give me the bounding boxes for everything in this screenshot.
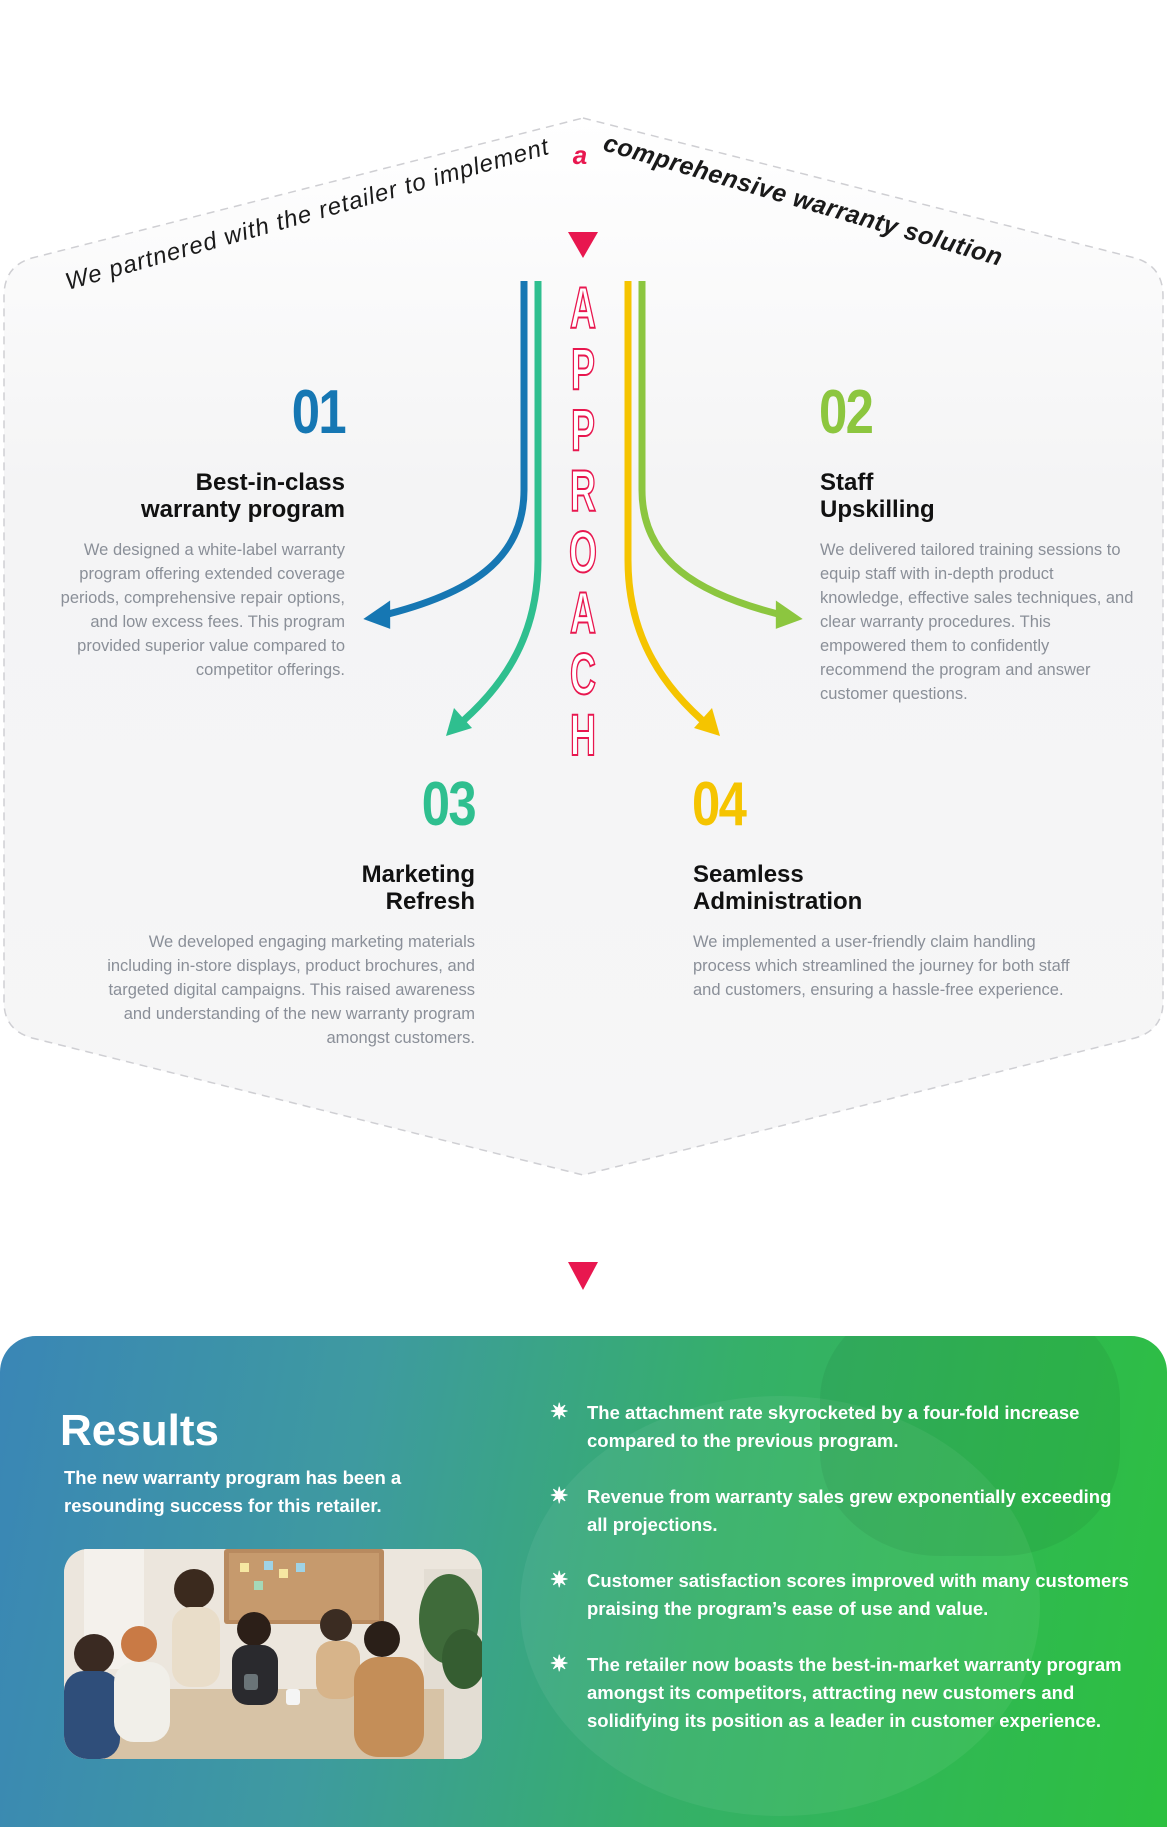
step-03-description: We developed engaging marketing material…: [107, 933, 475, 1047]
step-01-title: Best-in-class warranty program: [140, 469, 345, 523]
step-03-title: Marketing Refresh: [361, 861, 475, 915]
approach-letter: H: [570, 703, 596, 768]
results-bullet: ✷ Customer satisfaction scores improved …: [550, 1567, 1130, 1623]
curved-text-accent: a: [573, 140, 587, 170]
step-02-number: 02: [819, 378, 874, 447]
approach-letter: P: [571, 398, 595, 463]
approach-diagram: We partnered with the retailer to implem…: [3, 0, 1164, 1290]
main-arrow-top-head: [568, 232, 598, 258]
results-bg-shape: [520, 1396, 1040, 1816]
results-bullet: ✷ The attachment rate skyrocketed by a f…: [550, 1399, 1130, 1455]
results-bullet-text: The attachment rate skyrocketed by a fou…: [587, 1402, 1080, 1451]
step-04-number: 04: [692, 770, 747, 839]
approach-letter: R: [570, 459, 596, 524]
sparkle-icon: ✷: [550, 1567, 569, 1592]
approach-letter: A: [570, 581, 596, 646]
sparkle-icon: ✷: [550, 1399, 569, 1424]
results-bullet: ✷ Revenue from warranty sales grew expon…: [550, 1483, 1130, 1539]
sparkle-icon: ✷: [550, 1483, 569, 1508]
results-bullet-text: The retailer now boasts the best-in-mark…: [587, 1654, 1122, 1731]
results-bullet-text: Customer satisfaction scores improved wi…: [587, 1570, 1129, 1619]
step-01-description: We designed a white-label warranty progr…: [60, 541, 345, 679]
results-subtitle: The new warranty program has been a reso…: [64, 1467, 402, 1516]
approach-letter: P: [571, 337, 595, 402]
arrow-lime: [638, 281, 791, 621]
arrow-lime-head: [775, 600, 803, 629]
results-section: Results The new warranty program has bee…: [0, 1336, 1167, 1827]
hexagon-panel: [3, 117, 1164, 1176]
main-arrow-bottom-head: [568, 1262, 598, 1290]
step-03-number: 03: [421, 770, 477, 839]
results-bg-shape: [820, 1336, 1120, 1556]
arrow-teal: [453, 281, 542, 730]
step-02-title: Staff Upskilling: [820, 469, 935, 523]
approach-letter: C: [570, 642, 596, 707]
results-bullet: ✷ The retailer now boasts the best-in-ma…: [550, 1651, 1130, 1735]
arrow-blue-head: [363, 600, 391, 629]
arrow-yellow: [624, 281, 713, 730]
arrow-blue: [375, 281, 528, 621]
step-04-title: Seamless Administration: [693, 861, 863, 915]
results-title: Results: [60, 1406, 219, 1455]
results-bullet-text: Revenue from warranty sales grew exponen…: [587, 1486, 1112, 1535]
team-meeting-photo: [64, 1549, 482, 1759]
step-04-description: We implemented a user-friendly claim han…: [693, 933, 1070, 999]
arrow-yellow-head: [694, 708, 720, 736]
approach-letter: O: [569, 520, 597, 585]
arrow-teal-head: [446, 708, 472, 736]
approach-letter: A: [570, 276, 596, 341]
step-01-number: 01: [291, 378, 347, 447]
step-02-description: We delivered tailored training sessions …: [820, 541, 1134, 703]
sparkle-icon: ✷: [550, 1651, 569, 1676]
